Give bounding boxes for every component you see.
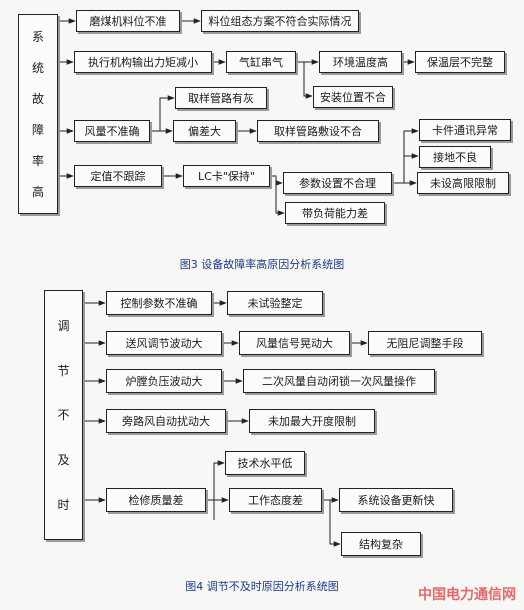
fig3-root-char: 高 xyxy=(31,185,44,199)
fig3-root-char: 障 xyxy=(31,123,44,137)
fig4-root-char: 及 xyxy=(57,453,70,468)
fig4-node-no-tuning-test: 未试验整定 xyxy=(227,291,323,315)
fig3-node-lc-card-hold: LC卡"保持" xyxy=(183,165,270,187)
fig3-root-char: 率 xyxy=(31,154,44,168)
fig3-node-actuator-torque: 执行机构输出力矩减小 xyxy=(74,51,212,73)
fig3-node-insulation: 保温层不完整 xyxy=(415,51,505,73)
fig4-node-no-max-opening: 未加最大开度限制 xyxy=(249,409,375,433)
fig4-node-furnace-pressure: 炉膛负压波动大 xyxy=(106,369,222,393)
fig4-node-airflow-signal: 风量信号晃动大 xyxy=(239,331,350,355)
fig3-root-box: 系 统 故 障 率 高 xyxy=(18,14,58,214)
fig3-node-sampling-layout: 取样管路敷设不合 xyxy=(257,120,379,142)
fig3-node-no-high-limit: 未设高限限制 xyxy=(417,172,509,194)
fig3-node-airflow-inaccurate: 风量不准确 xyxy=(74,120,150,142)
fig4-node-air-supply-fluct: 送风调节波动大 xyxy=(106,331,222,355)
fig4-root-char: 时 xyxy=(57,498,70,513)
fig3-node-param-setting: 参数设置不合理 xyxy=(283,172,392,194)
fig3-caption: 图3 设备故障率高原因分析系统图 xyxy=(179,258,345,271)
fig4-node-no-damping: 无阻尼调整手段 xyxy=(368,331,482,355)
fig4-node-complex-structure: 结构复杂 xyxy=(341,532,421,556)
fig4-node-equipment-updates: 系统设备更新快 xyxy=(339,488,453,512)
fig4-node-bypass-air: 旁路风自动扰动大 xyxy=(106,409,226,433)
fig3-root-char: 故 xyxy=(31,92,44,106)
fig4-node-skill-level: 技术水平低 xyxy=(225,451,305,475)
fig4-caption: 图4 调节不及时原因分析系统图 xyxy=(185,580,339,593)
fig4-node-work-attitude: 工作态度差 xyxy=(229,488,322,512)
fig3-root-char: 统 xyxy=(31,61,44,75)
fig3-node-card-comm: 卡件通讯异常 xyxy=(419,119,511,141)
fig3-root-char: 系 xyxy=(31,30,44,44)
fig3-node-large-deviation: 偏差大 xyxy=(173,120,236,142)
fig3-node-level-config: 料位组态方案不符合实际情况 xyxy=(201,10,359,32)
fig4-root-char: 调 xyxy=(57,318,70,333)
fig4-node-secondary-air-lock: 二次风量自动闭锁一次风量操作 xyxy=(243,369,435,393)
fig4-root-char: 节 xyxy=(57,363,70,378)
fig3-node-install-position: 安装位置不合 xyxy=(313,86,393,108)
fig3-node-cylinder-leak: 气缸串气 xyxy=(226,51,296,73)
fig3-node-bad-grounding: 接地不良 xyxy=(419,146,491,168)
fig3-node-load-capacity: 带负荷能力差 xyxy=(285,202,385,224)
fig4-node-maintenance-quality: 检修质量差 xyxy=(106,488,206,512)
fig4-root-char: 不 xyxy=(57,408,70,423)
fig3-node-coal-mill-level: 磨煤机料位不准 xyxy=(76,10,180,32)
fig3-node-setpoint-tracking: 定值不跟踪 xyxy=(74,165,162,187)
fig3-node-sampling-ash: 取样管路有灰 xyxy=(175,87,267,109)
watermark: 中国电力通信网 xyxy=(418,587,516,603)
fig4-root-box: 调 节 不 及 时 xyxy=(44,290,83,540)
fig3-node-ambient-temp: 环境温度高 xyxy=(319,51,402,73)
fig4-node-control-params: 控制参数不准确 xyxy=(106,291,212,315)
